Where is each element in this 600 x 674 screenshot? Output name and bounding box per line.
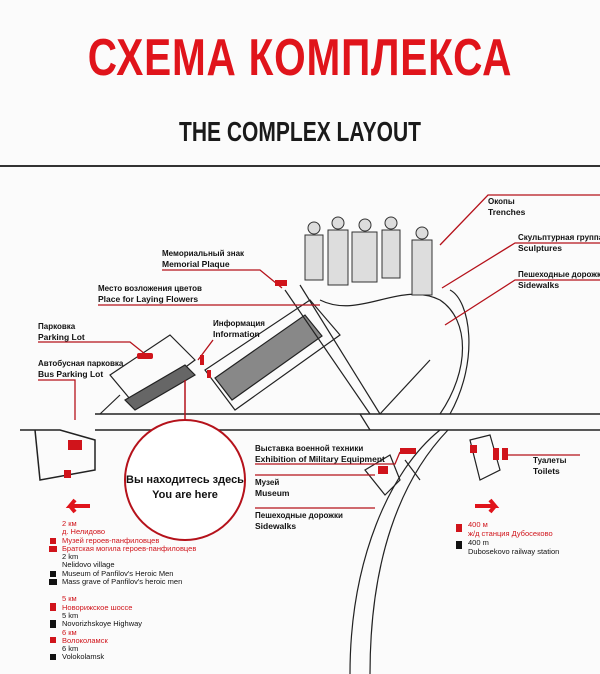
- highway-legend-icon: [50, 603, 56, 611]
- railway-icon: [456, 524, 462, 532]
- tank-icon: [400, 448, 416, 454]
- memorial-alley: [204, 284, 470, 431]
- memorial-plaque-icon: [275, 280, 287, 286]
- black-legend-icons: [49, 541, 462, 660]
- trash-icon: [64, 470, 71, 478]
- information-icon: [200, 355, 204, 365]
- sculptures-drawing: [304, 216, 433, 296]
- bus-legend-icon-black: [50, 654, 56, 660]
- arrow-right-icon: [475, 498, 500, 514]
- toilet-woman-icon: [502, 448, 508, 460]
- grave-legend-icon: [49, 546, 57, 552]
- legend-right: 400 м ж/д станция Дубосеково 400 m Dubos…: [468, 520, 560, 556]
- museum-legend-icon-black: [50, 571, 56, 577]
- trash-icon-2: [470, 445, 477, 453]
- leader-lines: [38, 194, 600, 509]
- museum-icon: [378, 466, 388, 474]
- grave-legend-icon-black: [49, 579, 57, 585]
- page-title: СХЕМА КОМПЛЕКСА: [87, 29, 513, 87]
- legend-left: 2 км д. Нелидово Музей героев-панфиловце…: [62, 519, 197, 662]
- railway-icon-black: [456, 541, 462, 549]
- you-are-here-circle: [124, 419, 246, 541]
- car-icon: [137, 353, 153, 359]
- parking-lot: [99, 334, 196, 415]
- page-subtitle: THE COMPLEX LAYOUT: [179, 116, 421, 147]
- information-icon-2: [207, 370, 211, 378]
- museum-legend-icon: [50, 538, 56, 544]
- highway-legend-icon-black: [50, 620, 56, 628]
- bus-icon: [68, 440, 82, 450]
- map-icons: [49, 280, 508, 643]
- bus-legend-icon: [50, 637, 56, 643]
- toilet-man-icon: [493, 448, 499, 460]
- lower-paths: [349, 429, 501, 674]
- arrow-left-icon: [65, 498, 90, 514]
